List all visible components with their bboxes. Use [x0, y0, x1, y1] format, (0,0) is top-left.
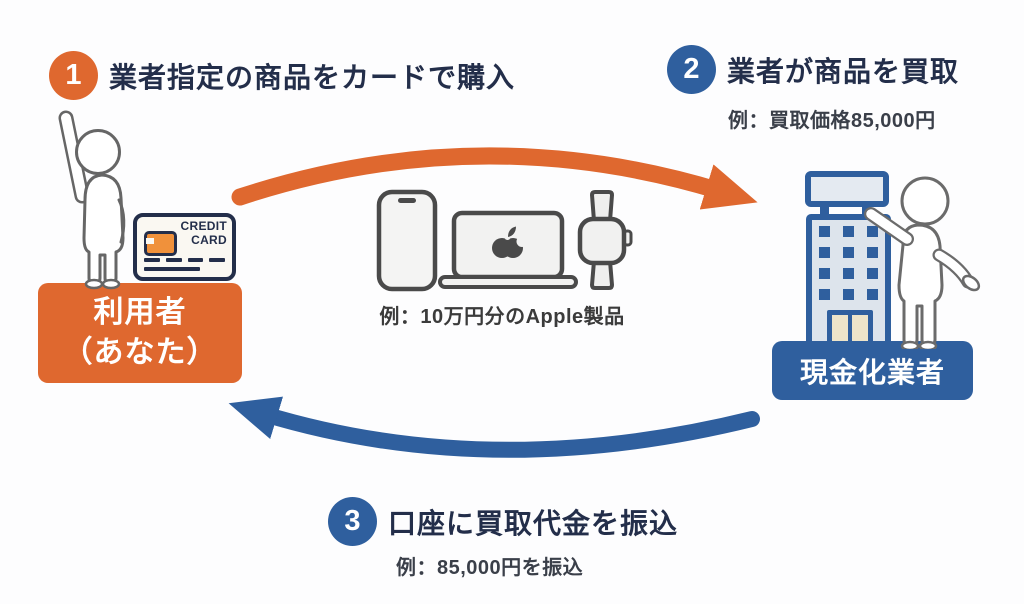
- step-3: 3 口座に買取代金を振込: [328, 497, 678, 546]
- step-2: 2 業者が商品を買取: [667, 45, 959, 94]
- vendor-label-box: 現金化業者: [772, 341, 973, 400]
- person-presenting-icon: [864, 176, 981, 349]
- vendor-label: 現金化業者: [799, 356, 945, 388]
- card-brand-line1: CREDIT: [180, 219, 227, 233]
- office-building-icon: [805, 171, 891, 347]
- step-2-example: 例：買取価格85,000円: [728, 110, 936, 132]
- card-brand-text: CREDIT CARD: [180, 219, 227, 248]
- card-chip-icon: [144, 231, 177, 256]
- user-label-line1: 利用者: [93, 295, 187, 329]
- transfer-flow-arrow-icon: [228, 396, 760, 458]
- step-3-title: 口座に買取代金を振込: [388, 507, 679, 539]
- building-doors: [827, 310, 873, 344]
- products-caption: 例：10万円分のApple製品: [379, 306, 625, 328]
- macbook-icon: [438, 210, 578, 289]
- building-windows: [819, 226, 878, 300]
- person-raising-hand-icon: [58, 110, 126, 290]
- credit-card-icon: CREDIT CARD: [133, 213, 236, 281]
- step-3-example: 例：85,000円を振込: [396, 557, 584, 579]
- user-label-box: 利用者 （あなた）: [38, 283, 242, 383]
- card-brand-line2: CARD: [191, 232, 227, 247]
- step-1-number-badge: 1: [49, 51, 98, 100]
- apple-watch-icon: [577, 190, 633, 290]
- step-1: 1 業者指定の商品をカードで購入: [49, 51, 515, 100]
- card-number-dashes: [144, 258, 225, 262]
- purchase-flow-arrow-icon: [231, 147, 758, 210]
- iphone-icon: [376, 189, 438, 292]
- card-signature-line: [144, 267, 200, 271]
- building-sign: [805, 171, 889, 207]
- step-2-number-badge: 2: [667, 45, 716, 94]
- step-2-title: 業者が商品を買取: [727, 55, 960, 87]
- step-3-number-badge: 3: [328, 497, 377, 546]
- step-1-title: 業者指定の商品をカードで購入: [109, 61, 516, 93]
- apple-logo-icon: [492, 226, 528, 258]
- apple-products-icons: [376, 189, 633, 292]
- user-label-line2: （あなた）: [62, 336, 218, 369]
